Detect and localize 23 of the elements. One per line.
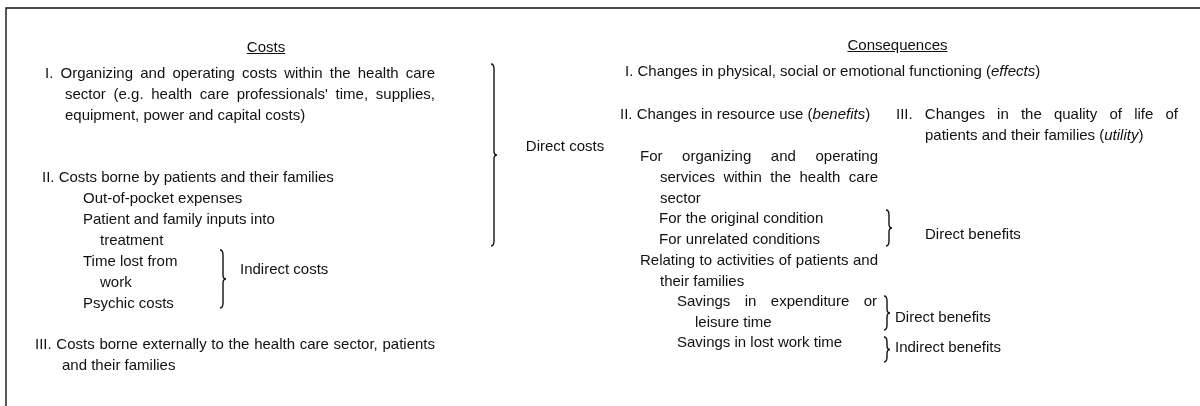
list-item: I. Organizing and operating costs within the health care sector (e.g. health care professionals' time, supplies, equipment, power and capital costs): [45, 63, 435, 125]
bracket-label: Indirect costs: [240, 259, 330, 279]
list-item: Psychic costs: [83, 293, 175, 313]
list-item: Relating to activities of patients and their families: [640, 250, 878, 291]
list-item: III. Costs borne externally to the health care sector, patients and their families: [35, 334, 435, 375]
list-item: II. Costs borne by patients and their families: [42, 167, 335, 187]
list-item: For the original condition: [659, 208, 825, 228]
list-item: For organizing and operating services within the health care sector: [640, 146, 878, 208]
list-item: For unrelated conditions: [659, 229, 821, 249]
bracket-label: Direct benefits: [895, 307, 992, 327]
list-item: Out-of-pocket expenses: [83, 188, 244, 208]
bracket-label: Indirect benefits: [895, 337, 1002, 357]
bracket-label: Direct costs: [524, 136, 606, 156]
list-item: I. Changes in physical, social or emotional functioning (effects): [625, 61, 1042, 81]
list-item: Patient and family inputs into treatment: [83, 209, 276, 250]
list-item: II. Changes in resource use (benefits): [620, 104, 872, 124]
bracket-label: Direct benefits: [925, 224, 1022, 244]
list-item: III. Changes in the quality of life of patients and their families (utility): [896, 104, 1178, 145]
column-heading: Costs: [245, 37, 287, 57]
list-item: Savings in lost work time: [677, 332, 844, 352]
list-item: Savings in expenditure or leisure time: [677, 291, 877, 332]
list-item: Time lost from work: [83, 251, 179, 292]
column-heading: Consequences: [846, 35, 949, 55]
